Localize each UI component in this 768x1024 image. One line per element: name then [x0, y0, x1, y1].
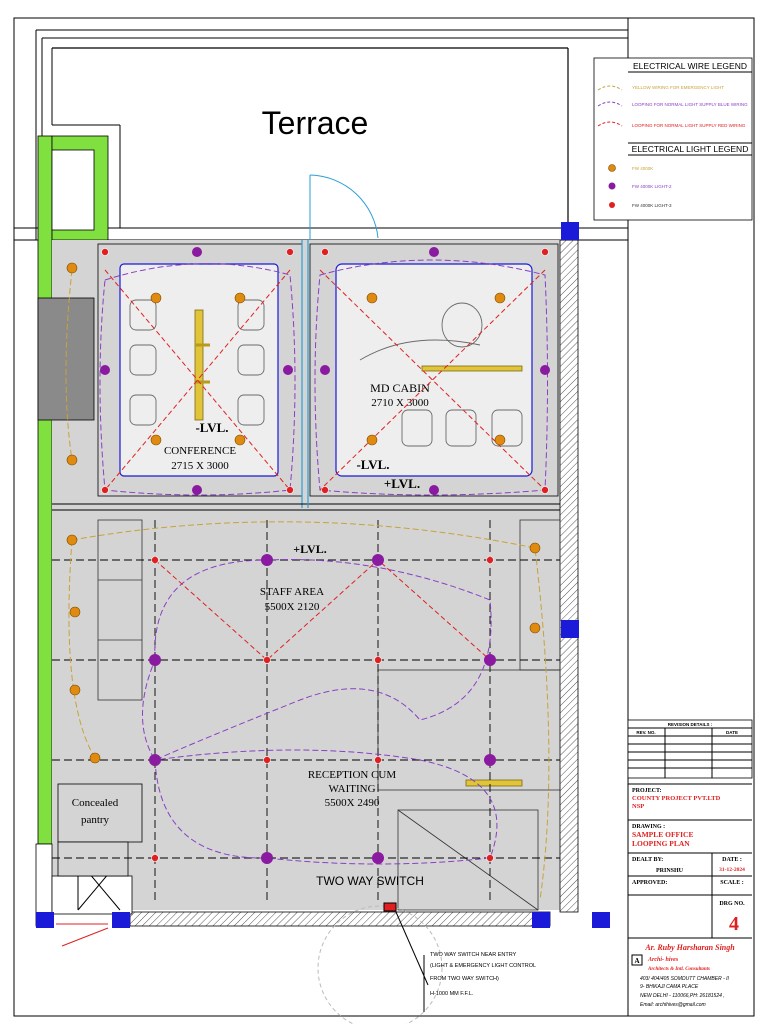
date-head: DATE [726, 730, 738, 735]
wire-legend-blue: LOOPING FOR NORMAL LIGHT SUPPLY BLUE WIR… [632, 102, 748, 107]
firm-logo [631, 954, 643, 966]
architect-name: Ar. Ruby Harsharan Singh [644, 943, 735, 952]
conference-room: -LVL. CONFERENCE 2715 X 3000 [52, 240, 560, 511]
firm-name: Archi- hives [647, 957, 679, 963]
two-way-switch-label: TWO WAY SWITCH [316, 874, 424, 888]
md-cabin-name: MD CABIN [370, 381, 430, 395]
title-block: REVISION DETAILS : REV. NO. DATE PROJECT… [627, 719, 753, 1008]
structural-columns [36, 222, 610, 928]
pantry-label: Concealed [72, 797, 119, 809]
legend: ELECTRICAL WIRE LEGEND ELECTRICAL LIGHT … [593, 57, 753, 221]
project-value: COUNTY PROJECT PVT.LTD [632, 795, 721, 802]
light-fixtures [66, 247, 550, 864]
dealt-value: PRINSHU [656, 868, 684, 874]
md-cabin-level: -LVL. [356, 457, 389, 472]
md-cabin-size: 2710 X 3000 [371, 397, 429, 409]
light-legend-3: FW 4000K LIGHT-3 [632, 203, 672, 208]
revision-title: REVISION DETAILS : [668, 722, 713, 727]
project-label: PROJECT: [632, 788, 662, 794]
conference-level: -LVL. [195, 420, 228, 435]
email: Email: archihives@gmail.com [640, 1002, 706, 1008]
wire-legend-yellow: YELLOW WIRING FOR EMERGENCY LIGHT [632, 85, 724, 90]
conference-name: CONFERENCE [164, 445, 236, 457]
date-value: 31-12-2024 [719, 867, 745, 873]
wire-legend-red: LOOPING FOR NORMAL LIGHT SUPPLY RED WIRI… [632, 123, 746, 128]
staff-level: +LVL. [293, 542, 326, 556]
drg-value: 4 [729, 913, 739, 935]
drg-label: DRG NO. [719, 901, 745, 907]
switch-note: TWO WAY SWITCH NEAR ENTRY (LIGHT & EMERG… [423, 952, 536, 1012]
project-value-2: NSP [632, 803, 644, 810]
address-line-2: 9- BHIKAJI CAMA PLACE [640, 984, 699, 990]
note-line-3: FROM TWO WAY SWITCH) [430, 976, 499, 982]
address-line-3: NEW DELHI - 110066,PH: 26181524 , [640, 993, 725, 999]
scale-label: SCALE : [720, 880, 744, 886]
reception-name-2: WAITING [328, 783, 375, 795]
date-label: DATE : [722, 857, 742, 863]
drawing-value-2: LOOPING PLAN [632, 839, 690, 848]
drawing-value: SAMPLE OFFICE [632, 830, 693, 839]
conference-size: 2715 X 3000 [171, 460, 229, 472]
note-line-1: TWO WAY SWITCH NEAR ENTRY [430, 952, 517, 958]
furniture [57, 519, 561, 911]
dealt-label: DEALT BY: [632, 857, 663, 863]
pantry-label-2: pantry [81, 814, 110, 826]
staff-name: STAFF AREA [260, 586, 324, 598]
terrace-door [309, 174, 379, 240]
reception-name: RECEPTION CUM [308, 769, 397, 781]
approved-label: APPROVED: [632, 880, 667, 886]
md-cabin-level-2: +LVL. [384, 476, 420, 491]
reception-size: 5500X 2490 [325, 797, 380, 809]
entry-door [56, 902, 443, 1024]
svg-text:A: A [634, 957, 639, 965]
rev-no-head: REV. NO. [636, 730, 655, 735]
note-line-2: (LIGHT & EMERGENCY LIGHT CONTROL [430, 963, 536, 969]
wire-legend-title: ELECTRICAL WIRE LEGEND [633, 61, 747, 71]
terrace-label: Terrace [262, 105, 369, 141]
light-legend-2: FW 4000K LIGHT-2 [632, 184, 672, 189]
staff-size: 5500X 2120 [265, 601, 320, 613]
address-line-1: 403/ 404/405 SOMDUTT CHAMBER - II [640, 976, 730, 982]
firm-tagline: Architects & Intl. Consultants [647, 967, 710, 972]
sheet-border [13, 17, 755, 1017]
light-legend-1: FW 4000K [632, 166, 653, 171]
drawing-label: DRAWING : [632, 824, 665, 830]
md-cabin-room: MD CABIN 2710 X 3000 -LVL. +LVL. [307, 240, 559, 508]
note-line-4: H-1000 MM F.F.L. [430, 991, 474, 997]
light-legend-title: ELECTRICAL LIGHT LEGEND [632, 144, 749, 154]
